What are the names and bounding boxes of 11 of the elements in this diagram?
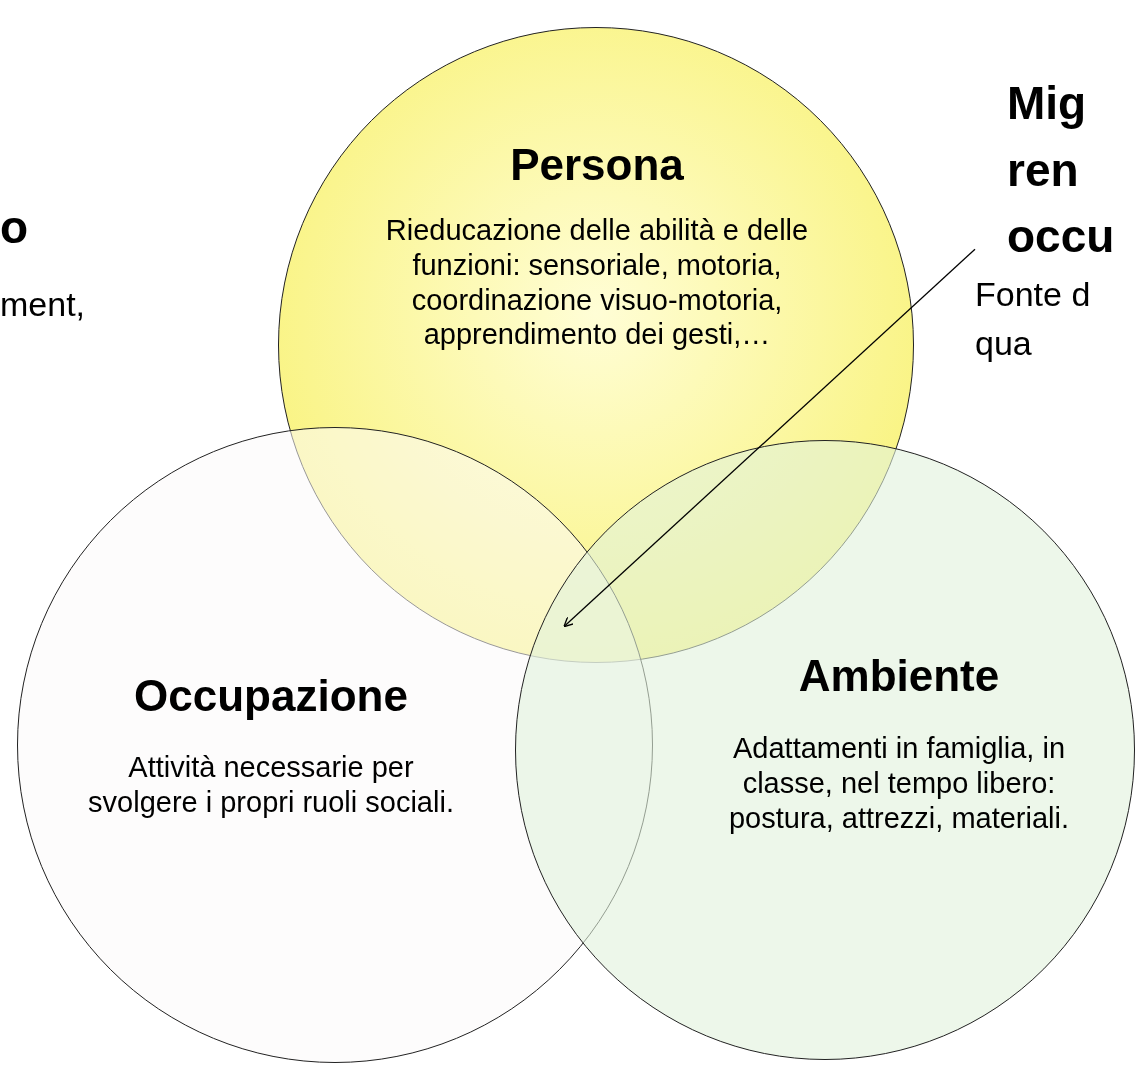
circle-description: Rieducazione delle abilità e delle funzioni: sensoriale, motoria, coordinazione visuo-motoria, apprendimento dei gesti,… [384, 213, 810, 353]
leader-arrow [563, 248, 976, 628]
circle-heading: Persona [509, 140, 685, 190]
cut-off-heading: o [0, 200, 29, 254]
callout-text: Fonte d qua [975, 274, 1092, 365]
cut-off-text: ment, [0, 285, 86, 324]
circle-heading: Occupazione [133, 671, 409, 721]
circle-description: Attività necessarie per svolgere i propri ruoli sociali. [87, 750, 455, 820]
circle-heading: Ambiente [797, 651, 1001, 701]
callout-heading: Mig ren occu [1007, 76, 1116, 265]
circle-description: Adattamenti in famiglia, in classe, nel tempo libero: postura, attrezzi, materiali. [727, 731, 1071, 836]
